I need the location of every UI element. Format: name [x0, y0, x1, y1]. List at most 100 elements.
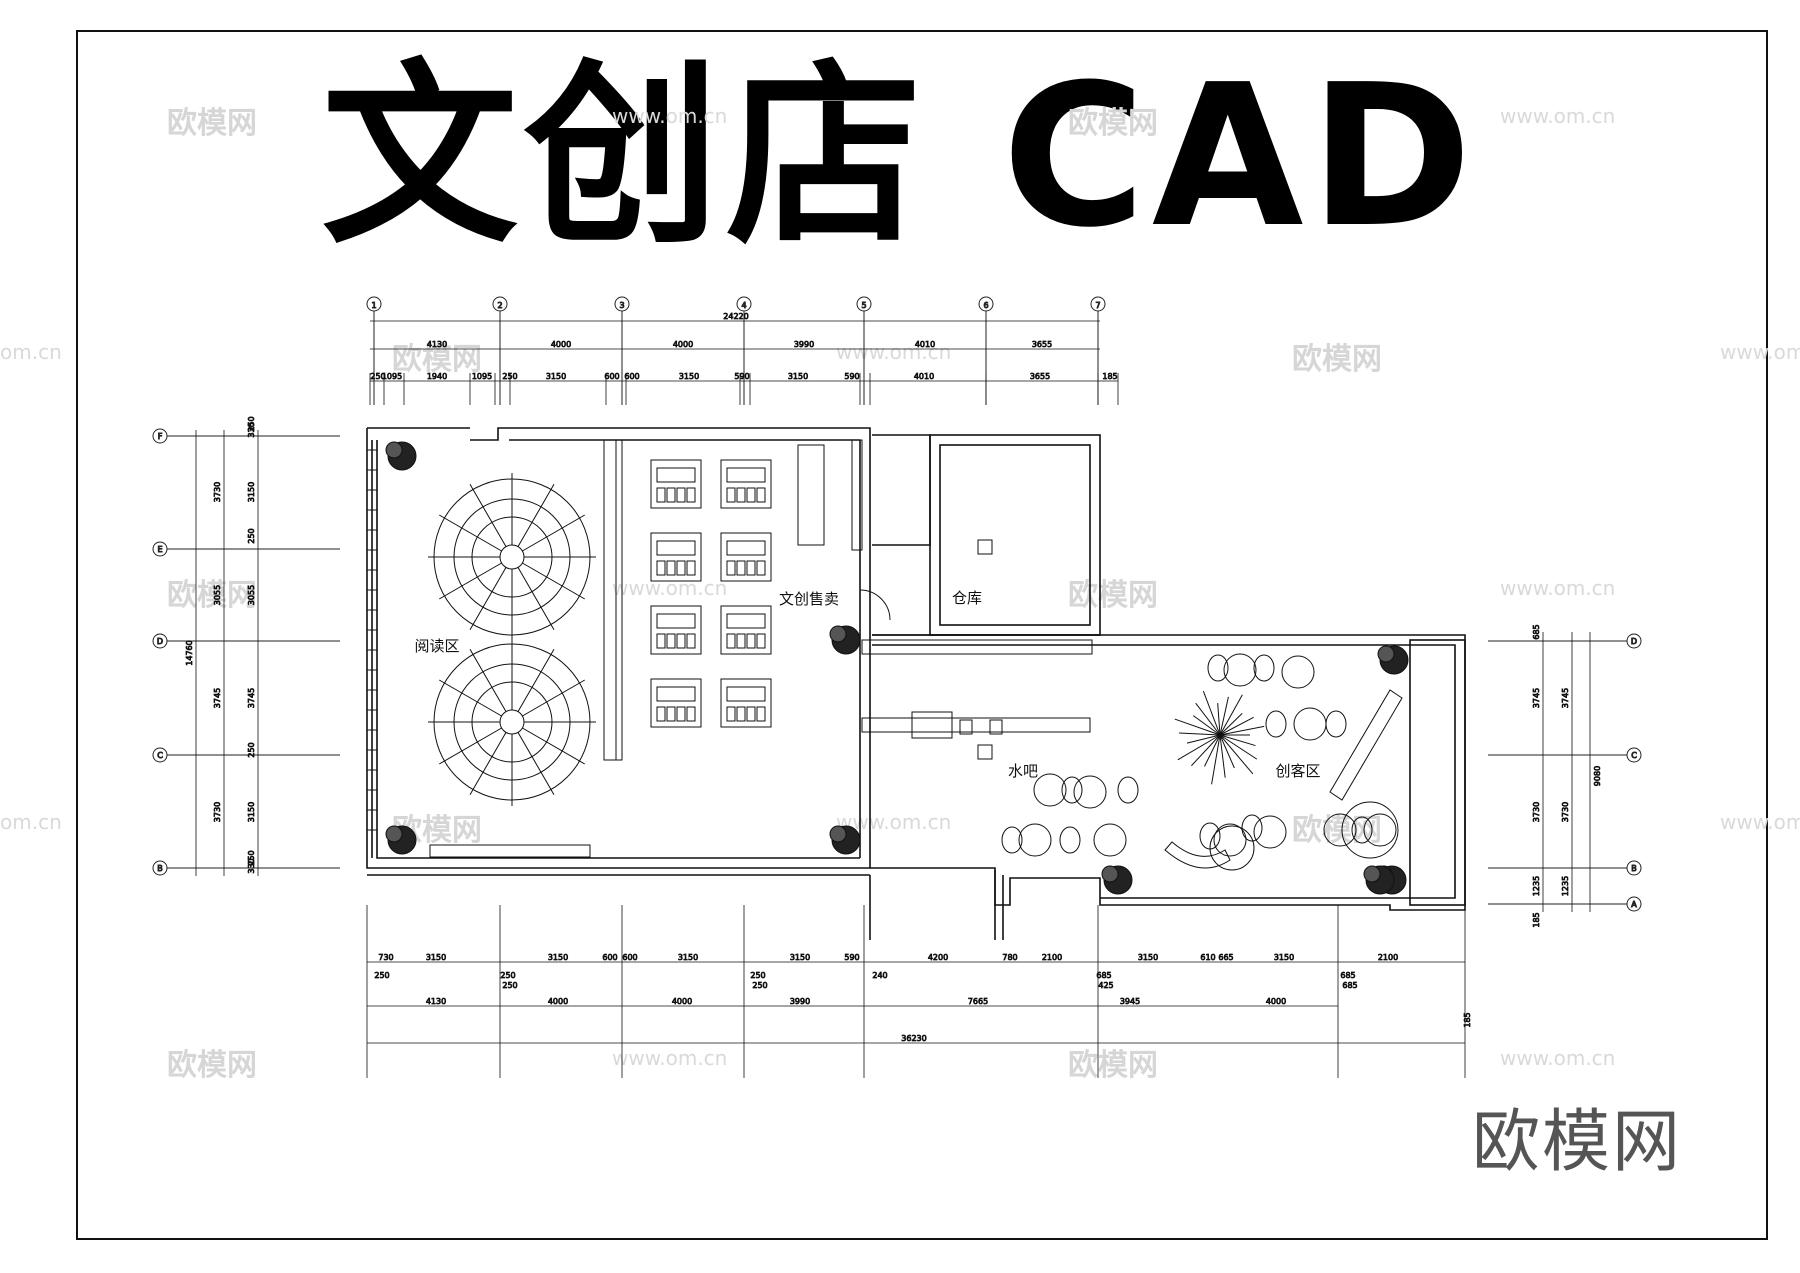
watermark-url: om.cn — [0, 340, 62, 364]
grid-label: 1 — [371, 301, 376, 310]
lounge-chair — [1325, 710, 1347, 738]
lounge-chair — [1351, 816, 1373, 844]
radial-shelf-hub — [499, 709, 525, 735]
watermark-logo: 欧模网 — [1292, 342, 1382, 377]
dimension-text: 3990 — [794, 340, 814, 349]
radial-shelf-arm — [517, 567, 555, 630]
watermark-url: www.om.cn — [1720, 340, 1800, 364]
display-table — [720, 678, 772, 728]
window-mullion — [366, 769, 378, 791]
dimension-text: 685 — [1342, 981, 1357, 990]
bookshelf — [603, 439, 617, 761]
window-mullion — [366, 569, 378, 591]
planter-leaf — [1377, 645, 1395, 663]
room-label-water-bar: 水吧 — [1008, 762, 1038, 780]
grid-label: D — [157, 637, 163, 646]
dimension-text: 3730 — [1532, 802, 1541, 822]
display-table — [650, 459, 702, 509]
dimension-total: 24220 — [723, 312, 748, 321]
curved-sofa — [1164, 841, 1231, 869]
display-slot — [736, 706, 746, 722]
watermark-logo: 欧模网 — [167, 578, 257, 613]
radial-shelf-arm — [439, 514, 502, 552]
window-mullion — [366, 609, 378, 631]
display-slot — [656, 560, 666, 576]
window-mullion — [366, 489, 378, 511]
room-label-retail: 文创售卖 — [779, 590, 839, 608]
dimension-text: 1235 — [1532, 876, 1541, 896]
radial-shelf-arm — [439, 562, 502, 600]
dimension-text: 3150 — [790, 953, 810, 962]
dimension-text: 3655 — [1032, 340, 1052, 349]
round-table — [1093, 823, 1127, 857]
bar-counter — [861, 717, 1091, 733]
display-slot — [736, 560, 746, 576]
display-slot — [676, 560, 686, 576]
watermark-logo: 欧模网 — [1068, 1048, 1158, 1083]
grid-label: 5 — [861, 301, 866, 310]
dimension-total: 36230 — [901, 1034, 926, 1043]
dimension-text: 250 — [247, 416, 256, 431]
dimension-text: 425 — [1098, 981, 1113, 990]
art-installation — [1177, 734, 1221, 761]
art-installation — [1219, 696, 1229, 736]
display-table — [650, 605, 702, 655]
watermark-url: www.om.cn — [836, 340, 952, 364]
lounge-chair — [1207, 654, 1229, 682]
grid-label: 4 — [741, 301, 746, 310]
art-installation — [1219, 725, 1265, 736]
dimension-text: 685 — [1096, 971, 1111, 980]
art-installation — [1217, 703, 1221, 736]
grid-label: 7 — [1095, 301, 1100, 310]
dimension-text: 4200 — [928, 953, 948, 962]
display-slot — [666, 706, 676, 722]
dimension-text: 780 — [1002, 953, 1017, 962]
display-slot — [726, 560, 736, 576]
display-slot — [686, 706, 696, 722]
art-installation — [1186, 734, 1221, 744]
round-table — [1033, 773, 1067, 807]
door-swing — [859, 589, 891, 621]
art-installation — [1211, 734, 1221, 785]
planter-leaf — [1363, 865, 1381, 883]
lounge-chair — [1117, 776, 1139, 804]
watermark-logo: 欧模网 — [1068, 106, 1158, 141]
bar-stool — [989, 719, 1003, 735]
bench — [429, 844, 591, 858]
round-table — [1341, 801, 1399, 859]
radial-shelf-arm — [522, 679, 585, 717]
dimension-text: 3990 — [790, 997, 810, 1006]
lounge-chair — [1265, 710, 1287, 738]
display-slot — [726, 633, 736, 649]
dimension-text: 3730 — [1561, 802, 1570, 822]
dimension-text: 590 — [844, 372, 859, 381]
dimension-text: 330 — [247, 422, 256, 437]
display-slot — [686, 487, 696, 503]
round-table — [1253, 815, 1287, 849]
dimension-text: 610 — [1200, 953, 1215, 962]
art-installation — [1204, 734, 1221, 767]
display-slot — [756, 706, 766, 722]
dimension-text: 2100 — [1042, 953, 1062, 962]
round-table — [1018, 823, 1052, 857]
art-installation — [1219, 734, 1254, 775]
grid-label: F — [158, 432, 163, 441]
watermark-url: www.om.cn — [612, 1046, 728, 1070]
watermark-url: www.om.cn — [1500, 104, 1616, 128]
dimension-text: 600 — [604, 372, 619, 381]
dimension-text: 3150 — [1274, 953, 1294, 962]
dimension-text: 240 — [872, 971, 887, 980]
dimension-text: 590 — [734, 372, 749, 381]
grid-label: 3 — [619, 301, 624, 310]
dimension-total: 9080 — [1593, 766, 1602, 786]
watermark-logo: 欧模网 — [167, 106, 257, 141]
display-tray — [656, 686, 696, 702]
dimension-text: 3150 — [1138, 953, 1158, 962]
art-installation — [1219, 734, 1256, 747]
dimension-text: 685 — [1340, 971, 1355, 980]
dimension-text: 185 — [1532, 912, 1541, 927]
window-mullion — [366, 809, 378, 831]
round-table — [1209, 825, 1255, 871]
planter-leaf — [385, 825, 403, 843]
